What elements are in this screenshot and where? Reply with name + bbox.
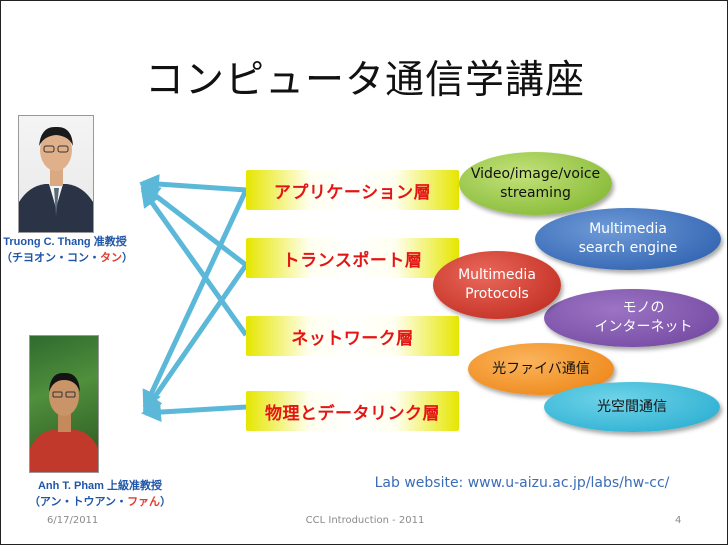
topic-line: Multimedia bbox=[589, 221, 667, 237]
topic-line: search engine bbox=[578, 240, 678, 256]
topic-iot: モノのインターネット bbox=[544, 289, 719, 347]
professor-title: 准教授 bbox=[93, 236, 127, 248]
topic-line: 光ファイバ通信 bbox=[492, 360, 590, 377]
topic-line: Multimedia bbox=[458, 267, 536, 283]
topic-line: 光空間通信 bbox=[597, 398, 667, 415]
professor-kana: （アン・トウアン・ bbox=[28, 496, 128, 508]
professor-kana-suffix: ） bbox=[122, 252, 133, 264]
professor-name: Truong C. Thang bbox=[3, 236, 91, 248]
slide-title: コンピュータ通信学講座 bbox=[144, 58, 585, 103]
topic-line: Protocols bbox=[465, 286, 529, 302]
professor-label-pham: Anh T. Pham 上級准教授 （アン・トウアン・ファん） bbox=[1, 477, 199, 509]
topic-line: streaming bbox=[500, 184, 571, 201]
footer-page-number: 4 bbox=[675, 515, 682, 526]
topic-line: インターネット bbox=[594, 319, 693, 335]
footer-date: 6/17/2011 bbox=[47, 515, 99, 526]
arrow-app-to-prof1 bbox=[139, 174, 247, 195]
topic-line: Video/image/voice bbox=[470, 165, 601, 182]
topic-video-streaming: Video/image/voice streaming bbox=[459, 152, 612, 215]
lab-website-link[interactable]: Lab website: www.u-aizu.ac.jp/labs/hw-cc… bbox=[374, 475, 670, 491]
professor-photo-pham bbox=[29, 335, 99, 473]
topic-free-space-optical: 光空間通信 bbox=[544, 382, 720, 432]
professor-kana-suffix: ） bbox=[160, 496, 172, 508]
professor-label-thang: Truong C. Thang 准教授 （チヨオン・コン・タン） bbox=[1, 233, 133, 265]
topic-line: モノの bbox=[622, 300, 665, 316]
layer-application: アプリケーション層 bbox=[246, 170, 459, 210]
professor-kana-family: タン bbox=[100, 252, 122, 264]
topic-optical-fiber: 光ファイバ通信 bbox=[468, 343, 614, 395]
layer-transport: トランスポート層 bbox=[246, 238, 459, 278]
footer-center: CCL Introduction - 2011 bbox=[305, 515, 425, 526]
layer-physical-datalink: 物理とデータリンク層 bbox=[246, 391, 459, 431]
professor-name: Anh T. Pham bbox=[37, 480, 104, 492]
arrow-app-to-prof2 bbox=[142, 188, 249, 411]
arrow-phys-to-prof2 bbox=[141, 402, 247, 423]
professor-photo-thang bbox=[18, 115, 94, 233]
professor-title: 上級准教授 bbox=[107, 480, 163, 492]
professor-kana: （チヨオン・コン・ bbox=[1, 252, 100, 264]
arrow-network-to-prof1 bbox=[140, 186, 249, 337]
topic-multimedia-search: Multimedia search engine bbox=[535, 208, 721, 270]
arrow-transport-to-prof2 bbox=[142, 263, 249, 415]
professor-kana-family: ファん bbox=[127, 496, 161, 508]
layer-network: ネットワーク層 bbox=[246, 316, 459, 356]
